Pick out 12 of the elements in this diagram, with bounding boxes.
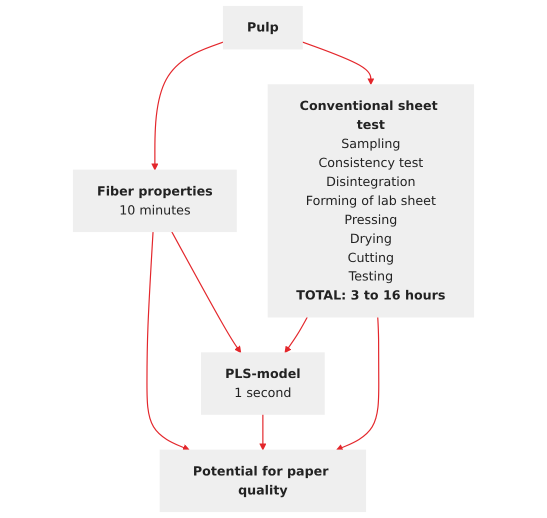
arrow bbox=[302, 41, 374, 85]
node-box: PLS-model 1 second bbox=[200, 352, 325, 415]
node-box: Fiber properties 10 minutes bbox=[72, 170, 237, 232]
arrow bbox=[336, 317, 380, 451]
arrow bbox=[259, 414, 266, 450]
arrow bbox=[171, 231, 242, 354]
node-box: Pulp bbox=[222, 6, 303, 50]
node-box: Conventional sheet test Sampling Consistency test Disintegration Forming of lab sheet Pressing Drying Cutting Testing TOTAL: 3 to 16 hours bbox=[268, 84, 474, 318]
arrow bbox=[151, 41, 224, 170]
arrow bbox=[284, 316, 308, 354]
arrow bbox=[146, 232, 190, 451]
node-box: Potential for paper quality bbox=[160, 450, 366, 512]
